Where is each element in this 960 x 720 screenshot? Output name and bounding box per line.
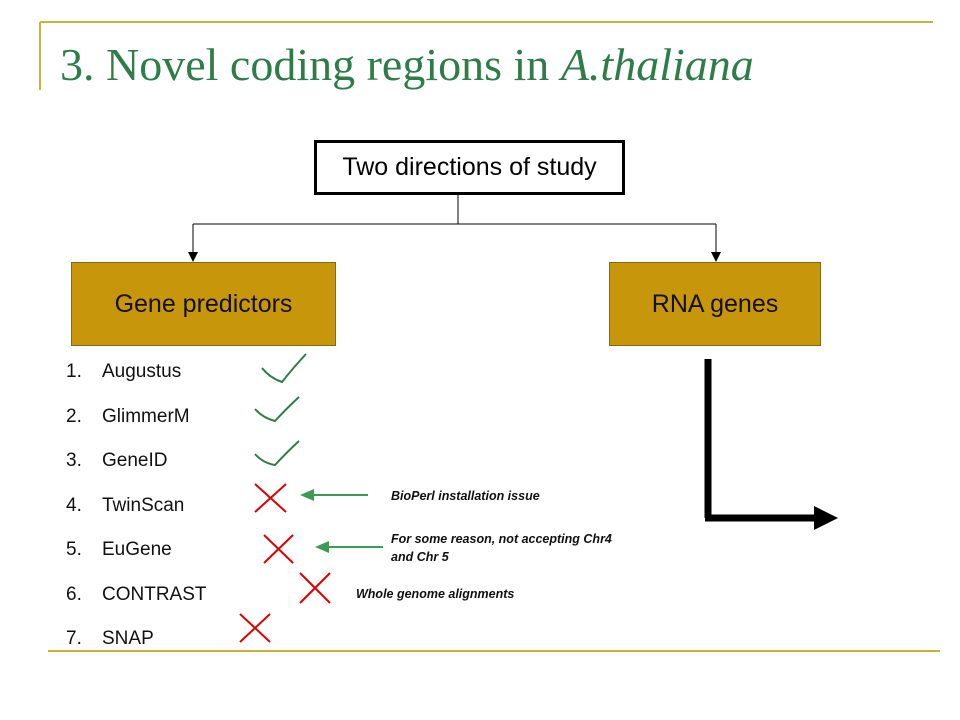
pointer-arrow-icon xyxy=(300,489,368,501)
tree-connectors xyxy=(192,195,717,255)
gene-predictors-node: Gene predictors xyxy=(71,262,336,346)
cross-mark-icon xyxy=(299,572,331,604)
list-item: 6. CONTRAST xyxy=(66,581,207,626)
right-branch-arrowhead xyxy=(711,252,721,262)
eugene-note: For some reason, not accepting Chr4 and … xyxy=(391,530,612,566)
check-mark-icon xyxy=(261,353,307,384)
list-item-name: TwinScan xyxy=(102,494,185,516)
slide-title-species: A.thaliana xyxy=(560,39,754,90)
list-item: 3. GeneID xyxy=(66,447,207,492)
left-branch-arrowhead xyxy=(188,252,198,262)
twinscan-note: BioPerl installation issue xyxy=(391,489,540,503)
contrast-note: Whole genome alignments xyxy=(356,587,515,601)
cross-mark-icon xyxy=(254,483,287,513)
root-node: Two directions of study xyxy=(314,140,625,195)
list-item-number: 3. xyxy=(66,450,82,471)
list-item-number: 6. xyxy=(66,583,82,605)
list-item-name: GeneID xyxy=(102,450,168,471)
check-mark-icon xyxy=(254,396,300,423)
cross-mark-icon xyxy=(239,613,271,643)
eugene-note-line1: For some reason, not accepting Chr4 xyxy=(391,532,612,546)
cross-mark-icon xyxy=(263,534,294,564)
list-item-name: CONTRAST xyxy=(102,583,207,605)
pointer-arrow-icon xyxy=(315,541,383,553)
rna-genes-l-arrow xyxy=(704,359,838,530)
list-item-name: SNAP xyxy=(102,628,154,649)
list-item-number: 1. xyxy=(66,361,82,382)
list-item: 1. Augustus xyxy=(66,358,207,403)
slide-title: 3. Novel coding regions in A.thaliana xyxy=(60,38,754,91)
list-item: 5. EuGene xyxy=(66,536,207,581)
list-item-number: 5. xyxy=(66,539,82,560)
predictor-list: 1. Augustus 2. GlimmerM 3. GeneID 4. TwinSca… xyxy=(66,358,207,670)
list-item-name: GlimmerM xyxy=(102,405,190,427)
list-item-number: 4. xyxy=(66,494,82,516)
list-item-number: 2. xyxy=(66,405,82,427)
rna-genes-label: RNA genes xyxy=(651,289,779,318)
list-item: 7. SNAP xyxy=(66,625,207,670)
root-node-label: Two directions of study xyxy=(342,153,597,181)
list-item: 4. TwinScan xyxy=(66,492,207,537)
gene-predictors-label: Gene predictors xyxy=(114,289,293,318)
list-item-name: Augustus xyxy=(102,361,182,382)
list-item-number: 7. xyxy=(66,628,82,649)
eugene-note-line2: and Chr 5 xyxy=(391,550,449,564)
check-mark-icon xyxy=(254,440,300,467)
slide-title-main: 3. Novel coding regions in xyxy=(60,39,561,90)
list-item-name: EuGene xyxy=(102,539,172,560)
list-item: 2. GlimmerM xyxy=(66,403,207,448)
rna-genes-node: RNA genes xyxy=(609,262,821,346)
